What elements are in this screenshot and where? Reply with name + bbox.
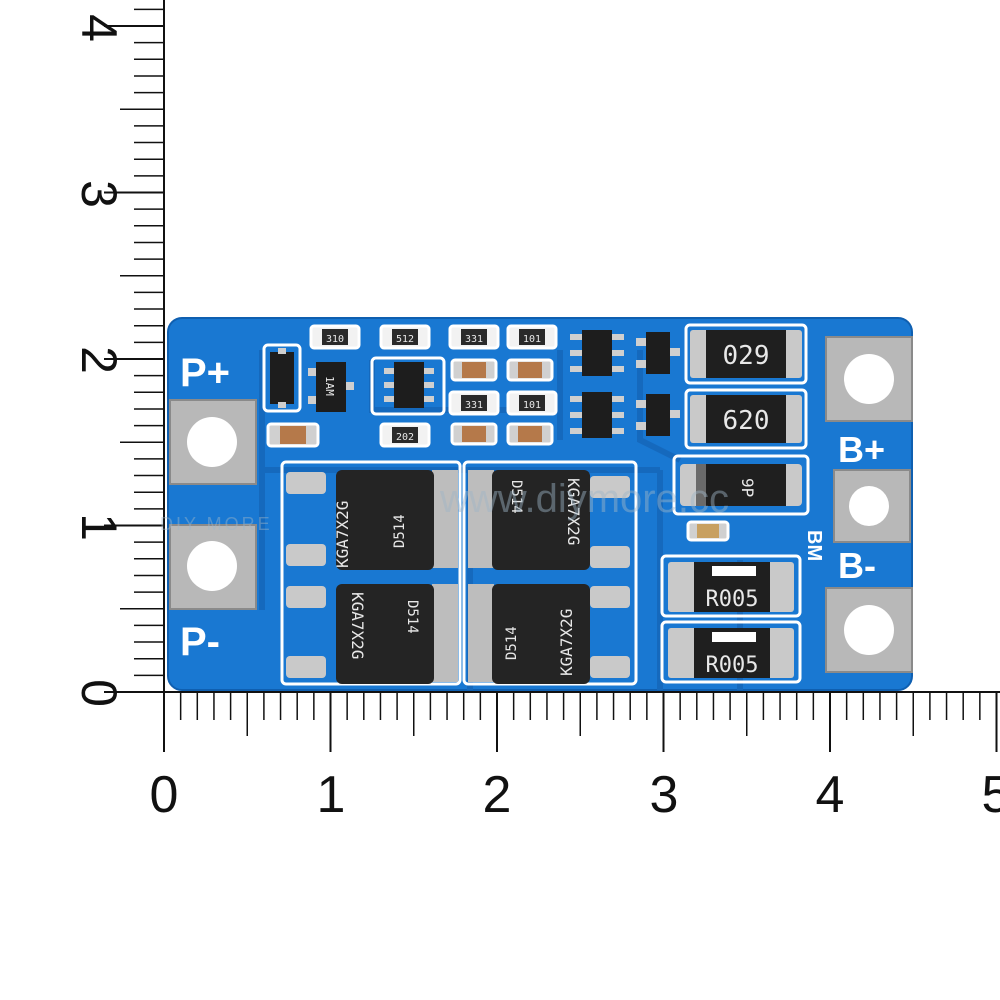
dual-ic-2: [570, 392, 624, 438]
shunt-1-marking: R005: [706, 587, 759, 612]
x-axis-labels: 0 1 2 3 4 5: [150, 766, 1000, 824]
sot-transistor-2: [636, 394, 680, 436]
mosfet-top-right: KGA7X2G D514: [468, 470, 630, 570]
label-p-plus: P+: [180, 351, 230, 395]
p-plus-pad: [169, 399, 257, 485]
x-label-2: 2: [483, 766, 512, 824]
bm-pad: [833, 469, 911, 543]
smd-resistor-row: 310 512 331 101: [266, 324, 730, 542]
mosfet-4-lot: D514: [504, 626, 520, 660]
sot-marking: 1AM: [323, 376, 336, 396]
b-minus-pad: [825, 587, 913, 673]
y-label-4: 4: [71, 14, 127, 42]
mosfet-3-code: KGA7X2G: [348, 592, 367, 659]
resistor-101-a: 101: [523, 334, 541, 345]
mosfet-top-left: KGA7X2G D514: [286, 470, 458, 570]
dual-ic-1: [570, 330, 624, 376]
label-bm: BM: [803, 530, 825, 561]
shunt-resistor-1: R005: [668, 562, 794, 612]
resistor-029-marking: 029: [723, 341, 770, 371]
mosfet-2-code: KGA7X2G: [564, 478, 583, 545]
x-label-1: 1: [317, 766, 346, 824]
x-label-4: 4: [816, 766, 845, 824]
vertical-ruler: [104, 0, 165, 693]
sot-23-chip: [270, 348, 294, 408]
resistor-512: 512: [396, 334, 414, 345]
protection-ic: [384, 362, 434, 408]
p-minus-pad: [169, 524, 257, 610]
mosfet-3-lot: D514: [404, 600, 420, 634]
shunt-resistor-2: R005: [668, 628, 794, 678]
y-label-3: 3: [71, 180, 127, 208]
resistor-331-b: 331: [465, 400, 483, 411]
y-axis-labels: 0 1 2 3 4: [71, 14, 127, 707]
resistor-029: 029: [690, 330, 802, 378]
watermark-url: www.diymore.cc: [439, 477, 729, 521]
pcb-board: P+ P- B+ B- BM 310 512: [167, 317, 913, 691]
sot-transistor-1: [636, 332, 680, 374]
resistor-202: 202: [396, 432, 414, 443]
label-p-minus: P-: [180, 620, 220, 664]
y-label-1: 1: [71, 513, 127, 541]
diode-marking: 9P: [738, 478, 757, 497]
smd-diode: 9P: [680, 464, 802, 506]
y-label-2: 2: [71, 346, 127, 374]
x-label-5: 5: [982, 766, 1000, 824]
shunt-2-marking: R005: [706, 653, 759, 678]
x-label-3: 3: [650, 766, 679, 824]
sot-1am-chip: 1AM: [308, 362, 354, 412]
label-b-minus: B-: [838, 545, 876, 586]
resistor-620: 620: [690, 395, 802, 443]
mosfet-bottom-left: KGA7X2G D514: [286, 584, 458, 684]
horizontal-ruler: [104, 691, 1000, 752]
watermark-brand: DIY MORE: [160, 514, 273, 534]
resistor-620-marking: 620: [723, 406, 770, 436]
mosfet-4-code: KGA7X2G: [557, 609, 576, 676]
mosfet-1-lot: D514: [392, 514, 408, 548]
b-plus-pad: [825, 336, 913, 422]
resistor-101-b: 101: [523, 400, 541, 411]
resistor-310: 310: [326, 334, 344, 345]
mosfet-2-lot: D514: [508, 480, 524, 514]
x-label-0: 0: [150, 766, 179, 824]
mosfet-bottom-right: KGA7X2G D514: [468, 584, 630, 684]
label-b-plus: B+: [838, 429, 885, 470]
mosfet-1-code: KGA7X2G: [333, 501, 352, 568]
resistor-331-a: 331: [465, 334, 483, 345]
y-label-0: 0: [71, 679, 127, 707]
watermark: DIY MORE www.diymore.cc: [160, 477, 729, 534]
